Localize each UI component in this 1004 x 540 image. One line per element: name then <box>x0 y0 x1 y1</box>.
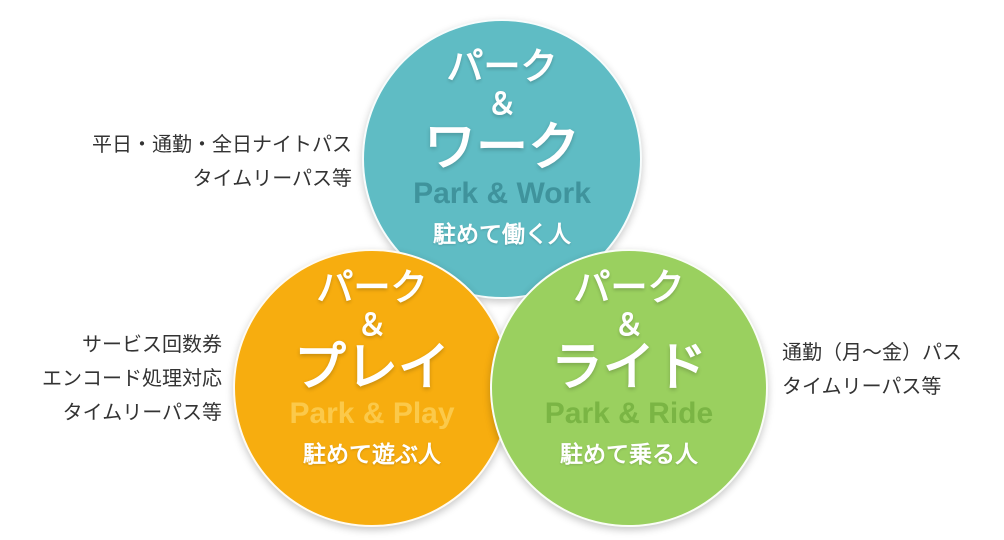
play-pass-line: タイムリーパス等 <box>62 400 222 424</box>
work-pass-line: 平日・通勤・全日ナイトパス <box>92 132 352 156</box>
park-and-ride-circle: パーク ＆ ライド Park & Ride 駐めて乗る人 <box>490 249 768 527</box>
ride-park-text: パーク <box>573 266 685 309</box>
park-and-work-circle: パーク ＆ ワーク Park & Work 駐めて働く人 <box>362 19 642 299</box>
ride-pass-line: タイムリーパス等 <box>782 374 942 398</box>
ride-english-label: Park & Ride <box>544 397 714 430</box>
play-main-title: プレイ <box>293 338 450 398</box>
play-description: 駐めて遊ぶ人 <box>303 442 441 468</box>
park-and-play-circle: パーク ＆ プレイ Park & Play 駐めて遊ぶ人 <box>233 249 511 527</box>
work-pass-types: 平日・通勤・全日ナイトパス タイムリーパス等 <box>92 127 352 195</box>
work-main-title: ワーク <box>423 118 580 178</box>
ride-pass-types: 通勤（月〜金）パス タイムリーパス等 <box>782 335 962 403</box>
play-pass-types: サービス回数券 エンコード処理対応 タイムリーパス等 <box>42 327 222 429</box>
ride-pass-line: 通勤（月〜金）パス <box>782 340 962 364</box>
play-pass-line: エンコード処理対応 <box>42 366 222 390</box>
ride-main-title: ライド <box>550 338 707 398</box>
play-park-text: パーク <box>316 266 428 309</box>
work-english-label: Park & Work <box>413 177 591 210</box>
ride-ampersand: ＆ <box>614 308 644 343</box>
play-ampersand: ＆ <box>357 308 387 343</box>
work-pass-line: タイムリーパス等 <box>192 166 352 190</box>
work-description: 駐めて働く人 <box>433 222 571 248</box>
work-ampersand: ＆ <box>487 87 517 122</box>
play-english-label: Park & Play <box>289 397 455 430</box>
ride-description: 駐めて乗る人 <box>560 442 698 468</box>
work-park-text: パーク <box>446 45 558 88</box>
play-pass-line: サービス回数券 <box>82 332 222 356</box>
